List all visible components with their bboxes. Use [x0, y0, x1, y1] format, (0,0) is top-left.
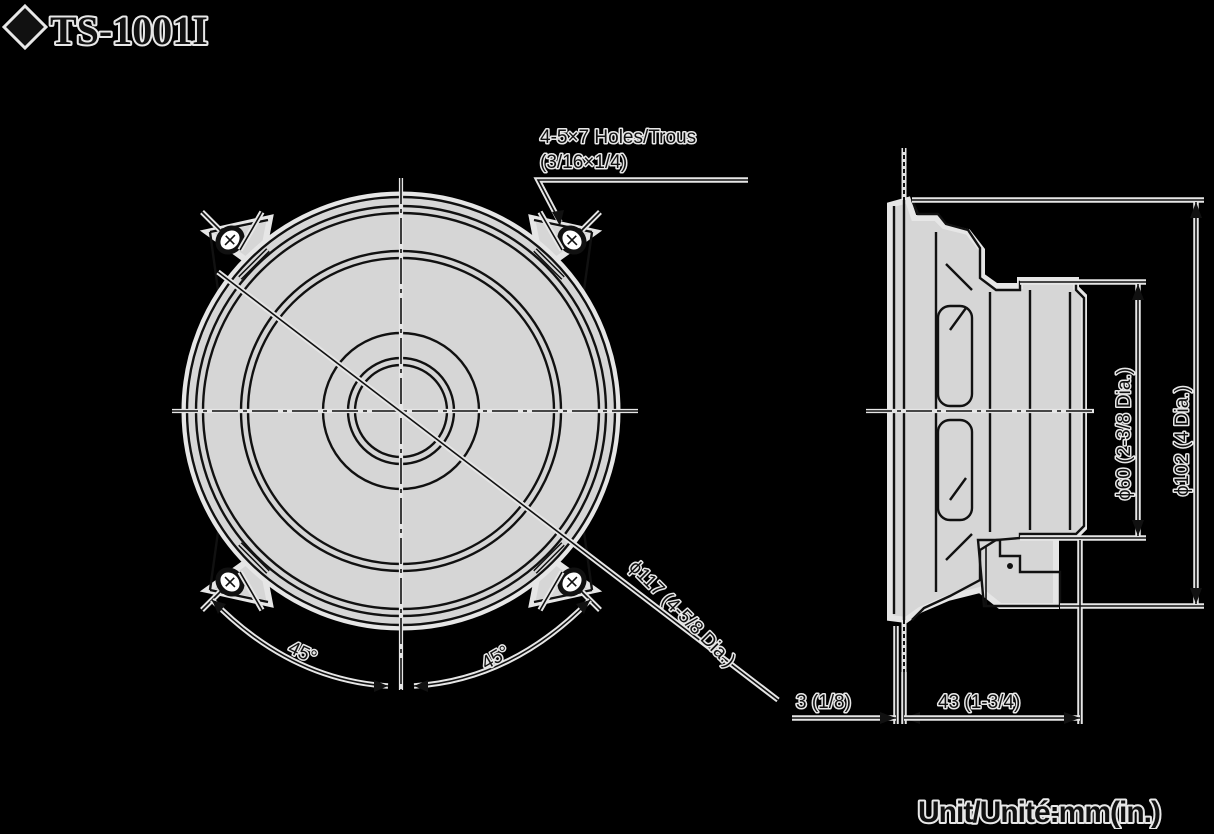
- front-view: 45° 45° 4-5×7 Holes/Trous (3/16×1/4) ϕ11…: [172, 126, 780, 703]
- centerlines: [172, 178, 638, 690]
- frame-diameter-label: ϕ102 (4 Dia.): [1172, 386, 1193, 496]
- model-title: TS-1001I: [50, 8, 208, 53]
- angle-arcs: [211, 599, 591, 687]
- mounting-depth-label: 43 (1-3/4): [938, 692, 1020, 713]
- mounting-holes: [215, 225, 587, 597]
- side-view: ϕ60 (2-3/8 Dia.) ϕ102 (4 Dia.) 3 (1/8) 4…: [792, 148, 1204, 724]
- holes-label-line1: 4-5×7 Holes/Trous: [540, 127, 696, 148]
- angle-left-label: 45°: [285, 637, 320, 668]
- diamond-icon: [1, 3, 49, 51]
- flange-thickness-label: 3 (1/8): [796, 692, 851, 713]
- diameter-leader: [217, 271, 779, 701]
- title-block: TS-1001I: [1, 3, 210, 55]
- holes-leader: [536, 179, 748, 223]
- mounting-diameter-label: ϕ117 (4-5/8 Dia.): [624, 557, 739, 672]
- holes-label-line2: (3/16×1/4): [540, 152, 627, 173]
- unit-label: Unit/Unité:mm(in.): [918, 796, 1160, 829]
- magnet-diameter-label: ϕ60 (2-3/8 Dia.): [1114, 368, 1135, 500]
